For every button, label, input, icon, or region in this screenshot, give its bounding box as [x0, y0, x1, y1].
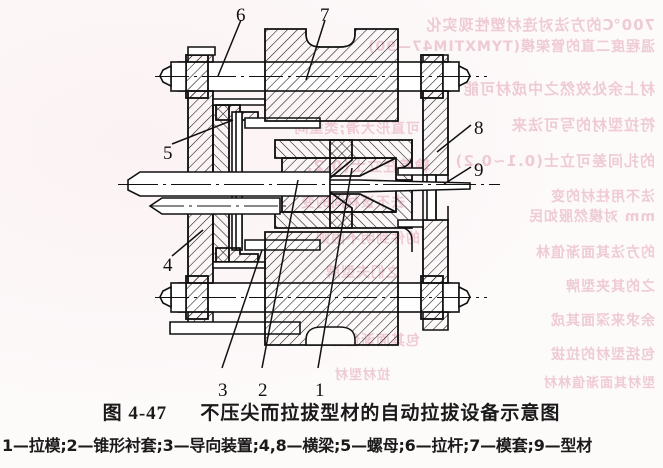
callout-label-6: 6 — [236, 5, 246, 26]
base-rail — [148, 197, 290, 215]
callout-label-9: 9 — [474, 160, 484, 181]
callout-label-4: 4 — [163, 255, 173, 276]
figure-legend: 1—拉模;2—锥形衬套;3—导向装置;4,8—横梁;5—螺母;6—拉杆;7—模套… — [2, 436, 593, 455]
callout-label-5: 5 — [163, 143, 173, 164]
callout-label-1: 1 — [315, 380, 325, 401]
figure-title: 不压尖而拉拔型材的自动拉拔设备示意图 — [200, 402, 561, 424]
callout-label-2: 2 — [258, 380, 268, 401]
figure-number: 图 4-47 — [102, 403, 168, 424]
leader-lines — [171, 19, 472, 369]
callout-label-7: 7 — [320, 5, 330, 26]
crossbeam-right-8 — [397, 54, 449, 331]
callout-label-3: 3 — [218, 380, 228, 401]
profile-workpiece-9 — [118, 171, 500, 197]
die-sleeve-7 — [264, 28, 399, 122]
callout-label-8: 8 — [474, 118, 484, 139]
figure-caption: 图 4-47 不压尖而拉拔型材的自动拉拔设备示意图 — [0, 398, 663, 425]
crossbeam-left — [169, 46, 301, 335]
